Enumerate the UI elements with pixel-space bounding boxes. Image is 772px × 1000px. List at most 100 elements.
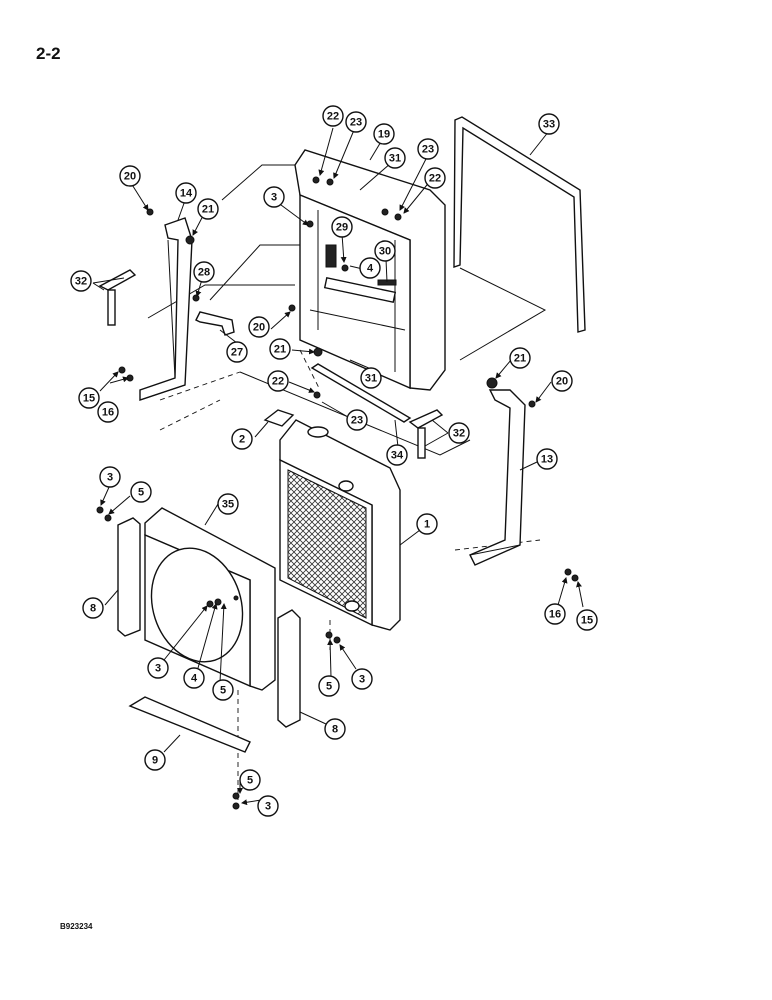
callout-number: 16 xyxy=(549,609,561,621)
callout-number: 21 xyxy=(274,344,286,356)
callout-number: 30 xyxy=(379,246,391,258)
callout-30: 30 xyxy=(374,240,396,262)
callout-number: 4 xyxy=(367,263,374,275)
callout-31: 31 xyxy=(360,367,382,389)
callout-number: 3 xyxy=(359,674,365,686)
callout-number: 5 xyxy=(138,487,144,499)
callout-20: 20 xyxy=(551,370,573,392)
alignment-lines xyxy=(147,164,547,800)
callout-number: 22 xyxy=(327,111,339,123)
callout-number: 9 xyxy=(152,755,158,767)
callout-number: 5 xyxy=(326,681,332,693)
callout-8: 8 xyxy=(82,597,104,619)
callout-19: 19 xyxy=(373,123,395,145)
callout-21: 21 xyxy=(509,347,531,369)
callout-number: 3 xyxy=(107,472,113,484)
callout-15: 15 xyxy=(576,609,598,631)
callout-5: 5 xyxy=(130,481,152,503)
right-bracket xyxy=(469,377,526,566)
callout-1: 1 xyxy=(416,513,438,535)
callout-33: 33 xyxy=(538,113,560,135)
callout-number: 21 xyxy=(202,204,214,216)
seal-strip xyxy=(453,116,586,333)
callout-number: 27 xyxy=(231,347,243,359)
callout-27: 27 xyxy=(226,341,248,363)
side-plate-right xyxy=(277,609,301,728)
callout-number: 15 xyxy=(581,615,593,627)
callout-16: 16 xyxy=(544,603,566,625)
callout-number: 3 xyxy=(271,192,277,204)
callout-22: 22 xyxy=(267,370,289,392)
callout-number: 35 xyxy=(222,499,234,511)
callout-23: 23 xyxy=(345,111,367,133)
callout-number: 3 xyxy=(265,801,271,813)
callout-4: 4 xyxy=(183,667,205,689)
bar-34 xyxy=(310,363,412,423)
callout-35: 35 xyxy=(217,493,239,515)
callout-3: 3 xyxy=(99,466,121,488)
bottom-plate xyxy=(128,696,251,753)
callout-number: 20 xyxy=(124,171,136,183)
callout-4: 4 xyxy=(359,257,381,279)
callout-number: 23 xyxy=(351,415,363,427)
fan-shroud xyxy=(144,507,276,691)
callout-number: 15 xyxy=(83,393,95,405)
callout-number: 34 xyxy=(391,450,404,462)
callout-23: 23 xyxy=(417,138,439,160)
callout-32: 32 xyxy=(70,270,92,292)
callout-number: 20 xyxy=(556,376,568,388)
radiator xyxy=(279,419,401,631)
callout-number: 1 xyxy=(424,519,430,531)
callout-31: 31 xyxy=(384,147,406,169)
callout-29: 29 xyxy=(331,216,353,238)
callout-2: 2 xyxy=(231,428,253,450)
page-number: 2-2 xyxy=(36,44,61,63)
callout-number: 3 xyxy=(155,663,161,675)
callout-20: 20 xyxy=(248,316,270,338)
bracket-27 xyxy=(195,311,235,336)
callout-number: 16 xyxy=(102,407,114,419)
callout-9: 9 xyxy=(144,749,166,771)
callout-number: 8 xyxy=(332,724,338,736)
callout-number: 20 xyxy=(253,322,265,334)
callout-number: 13 xyxy=(541,454,553,466)
callout-number: 19 xyxy=(378,129,390,141)
left-bracket xyxy=(139,217,195,401)
callout-3: 3 xyxy=(257,795,279,817)
callout-21: 21 xyxy=(269,338,291,360)
radiator-cap xyxy=(263,409,295,427)
callout-22: 22 xyxy=(322,105,344,127)
callout-3: 3 xyxy=(263,186,285,208)
callout-number: 5 xyxy=(247,775,253,787)
handle-left xyxy=(98,269,137,326)
callout-number: 32 xyxy=(453,428,465,440)
callout-number: 4 xyxy=(191,673,198,685)
callout-32: 32 xyxy=(448,422,470,444)
callout-14: 14 xyxy=(175,182,197,204)
callout-23: 23 xyxy=(346,409,368,431)
callout-number: 31 xyxy=(365,373,377,385)
callout-number: 23 xyxy=(350,117,362,129)
callout-5: 5 xyxy=(318,675,340,697)
callout-20: 20 xyxy=(119,165,141,187)
callout-16: 16 xyxy=(97,401,119,423)
callout-number: 22 xyxy=(429,173,441,185)
callout-number: 5 xyxy=(220,685,226,697)
callout-22: 22 xyxy=(424,167,446,189)
callout-number: 14 xyxy=(180,188,193,200)
callout-8: 8 xyxy=(324,718,346,740)
callout-number: 2 xyxy=(239,434,245,446)
callout-number: 33 xyxy=(543,119,555,131)
callout-5: 5 xyxy=(239,769,261,791)
callout-number: 32 xyxy=(75,276,87,288)
callout-number: 22 xyxy=(272,376,284,388)
callout-5: 5 xyxy=(212,679,234,701)
callout-3: 3 xyxy=(147,657,169,679)
callout-number: 29 xyxy=(336,222,348,234)
callout-number: 8 xyxy=(90,603,96,615)
callout-number: 31 xyxy=(389,153,401,165)
callout-number: 28 xyxy=(198,267,210,279)
callout-21: 21 xyxy=(197,198,219,220)
